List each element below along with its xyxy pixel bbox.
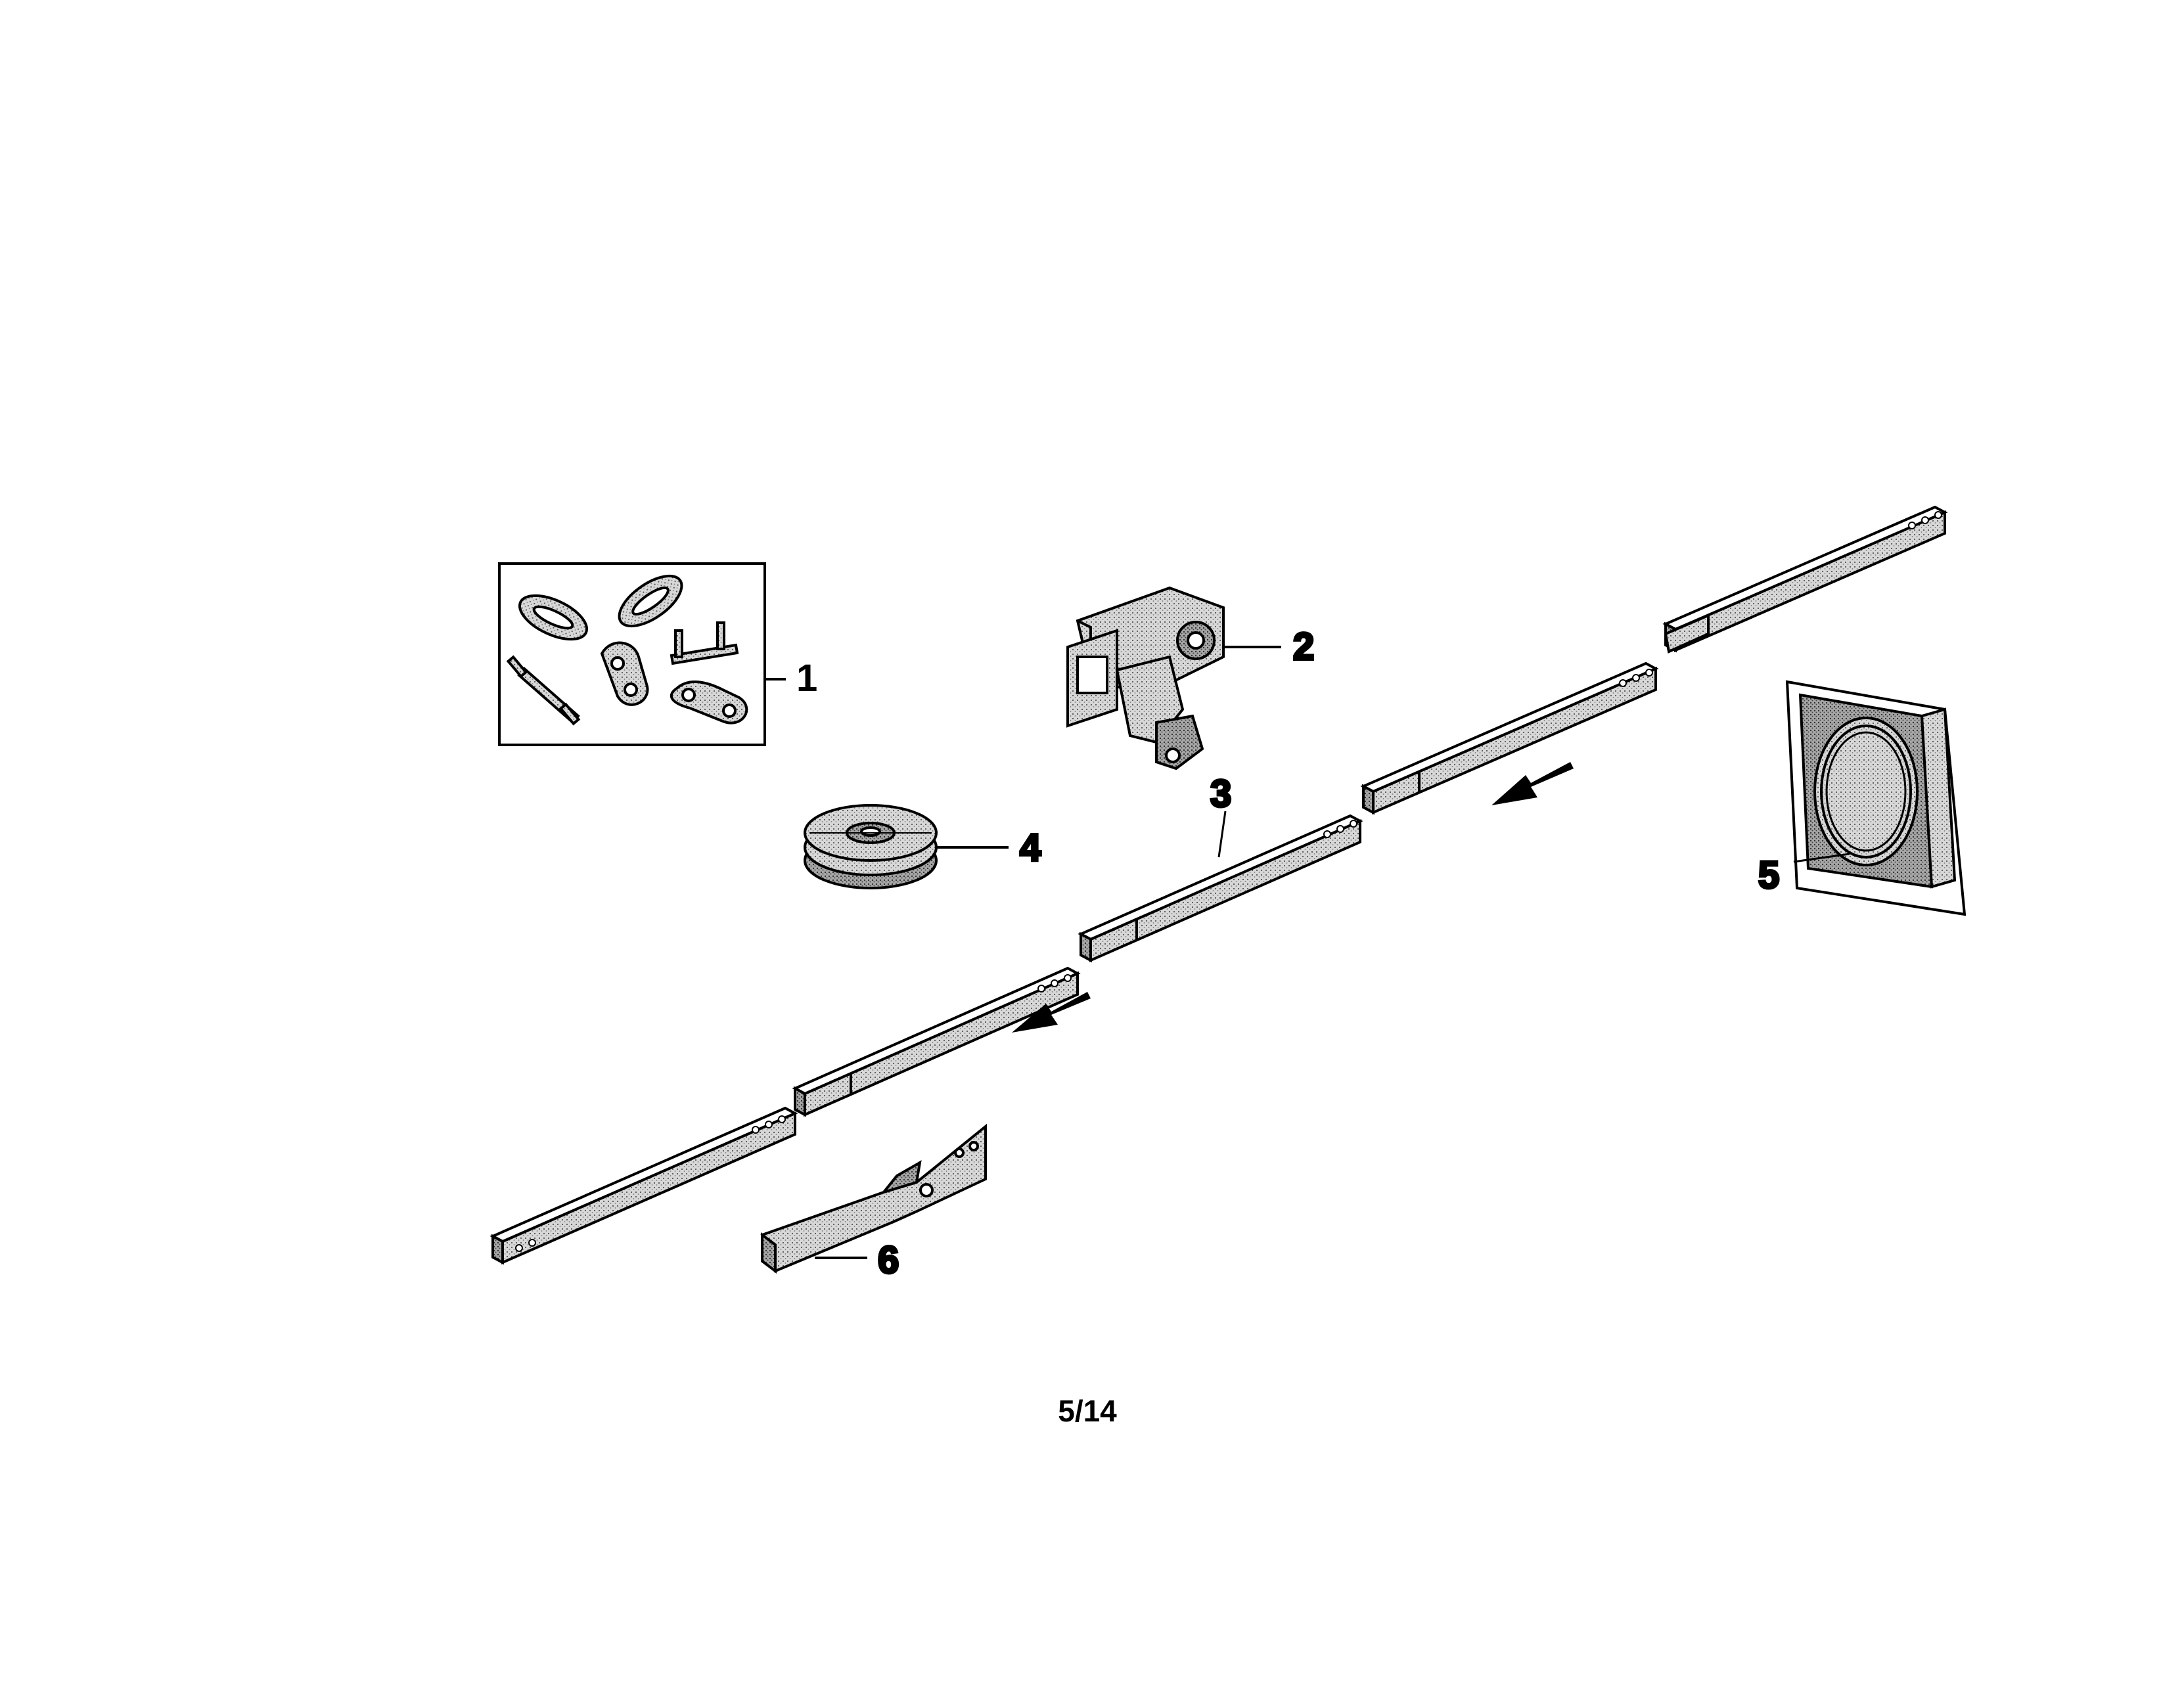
arrow-down-left-icon	[1012, 992, 1091, 1033]
callout-3: 3	[1210, 772, 1231, 815]
callout-2: 2	[1293, 625, 1314, 668]
pin-plate-icon	[506, 655, 581, 726]
callout-6: 6	[878, 1239, 899, 1282]
chain-link-kit-icon: 1	[498, 562, 817, 746]
header-bracket-icon: 6	[760, 1123, 987, 1283]
trolley-assembly-icon: 2	[1066, 586, 1315, 770]
callout-5: 5	[1758, 854, 1779, 897]
callout-1: 1	[796, 657, 817, 700]
rail-section-icon: 3	[489, 505, 1948, 1265]
idler-pulley-icon: 4	[804, 804, 1042, 889]
pin-plate-icon	[670, 621, 739, 665]
coiled-cable-pack-icon: 5	[1757, 680, 1967, 916]
side-plate-icon	[670, 681, 748, 725]
page-number: 5/14	[1058, 1394, 1117, 1428]
master-link-icon	[518, 594, 589, 641]
arrow-down-left-icon	[1491, 762, 1574, 805]
callout-4: 4	[1020, 826, 1041, 869]
side-plate-icon	[600, 641, 649, 706]
master-link-icon	[618, 574, 683, 628]
